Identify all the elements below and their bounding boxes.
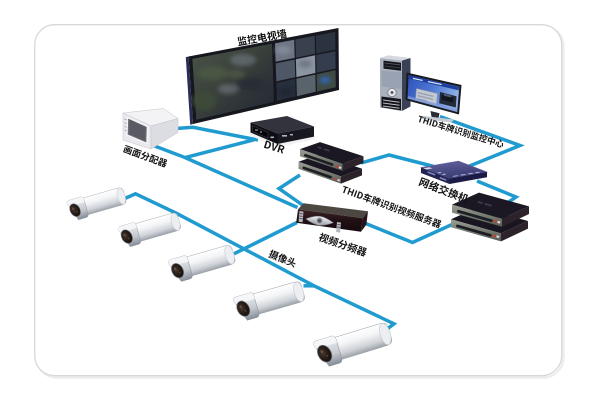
- diagram-canvas: 监控电视墙 画面分配器 DVR THID车牌识别监控中心 网络交换机 THID车…: [0, 0, 600, 400]
